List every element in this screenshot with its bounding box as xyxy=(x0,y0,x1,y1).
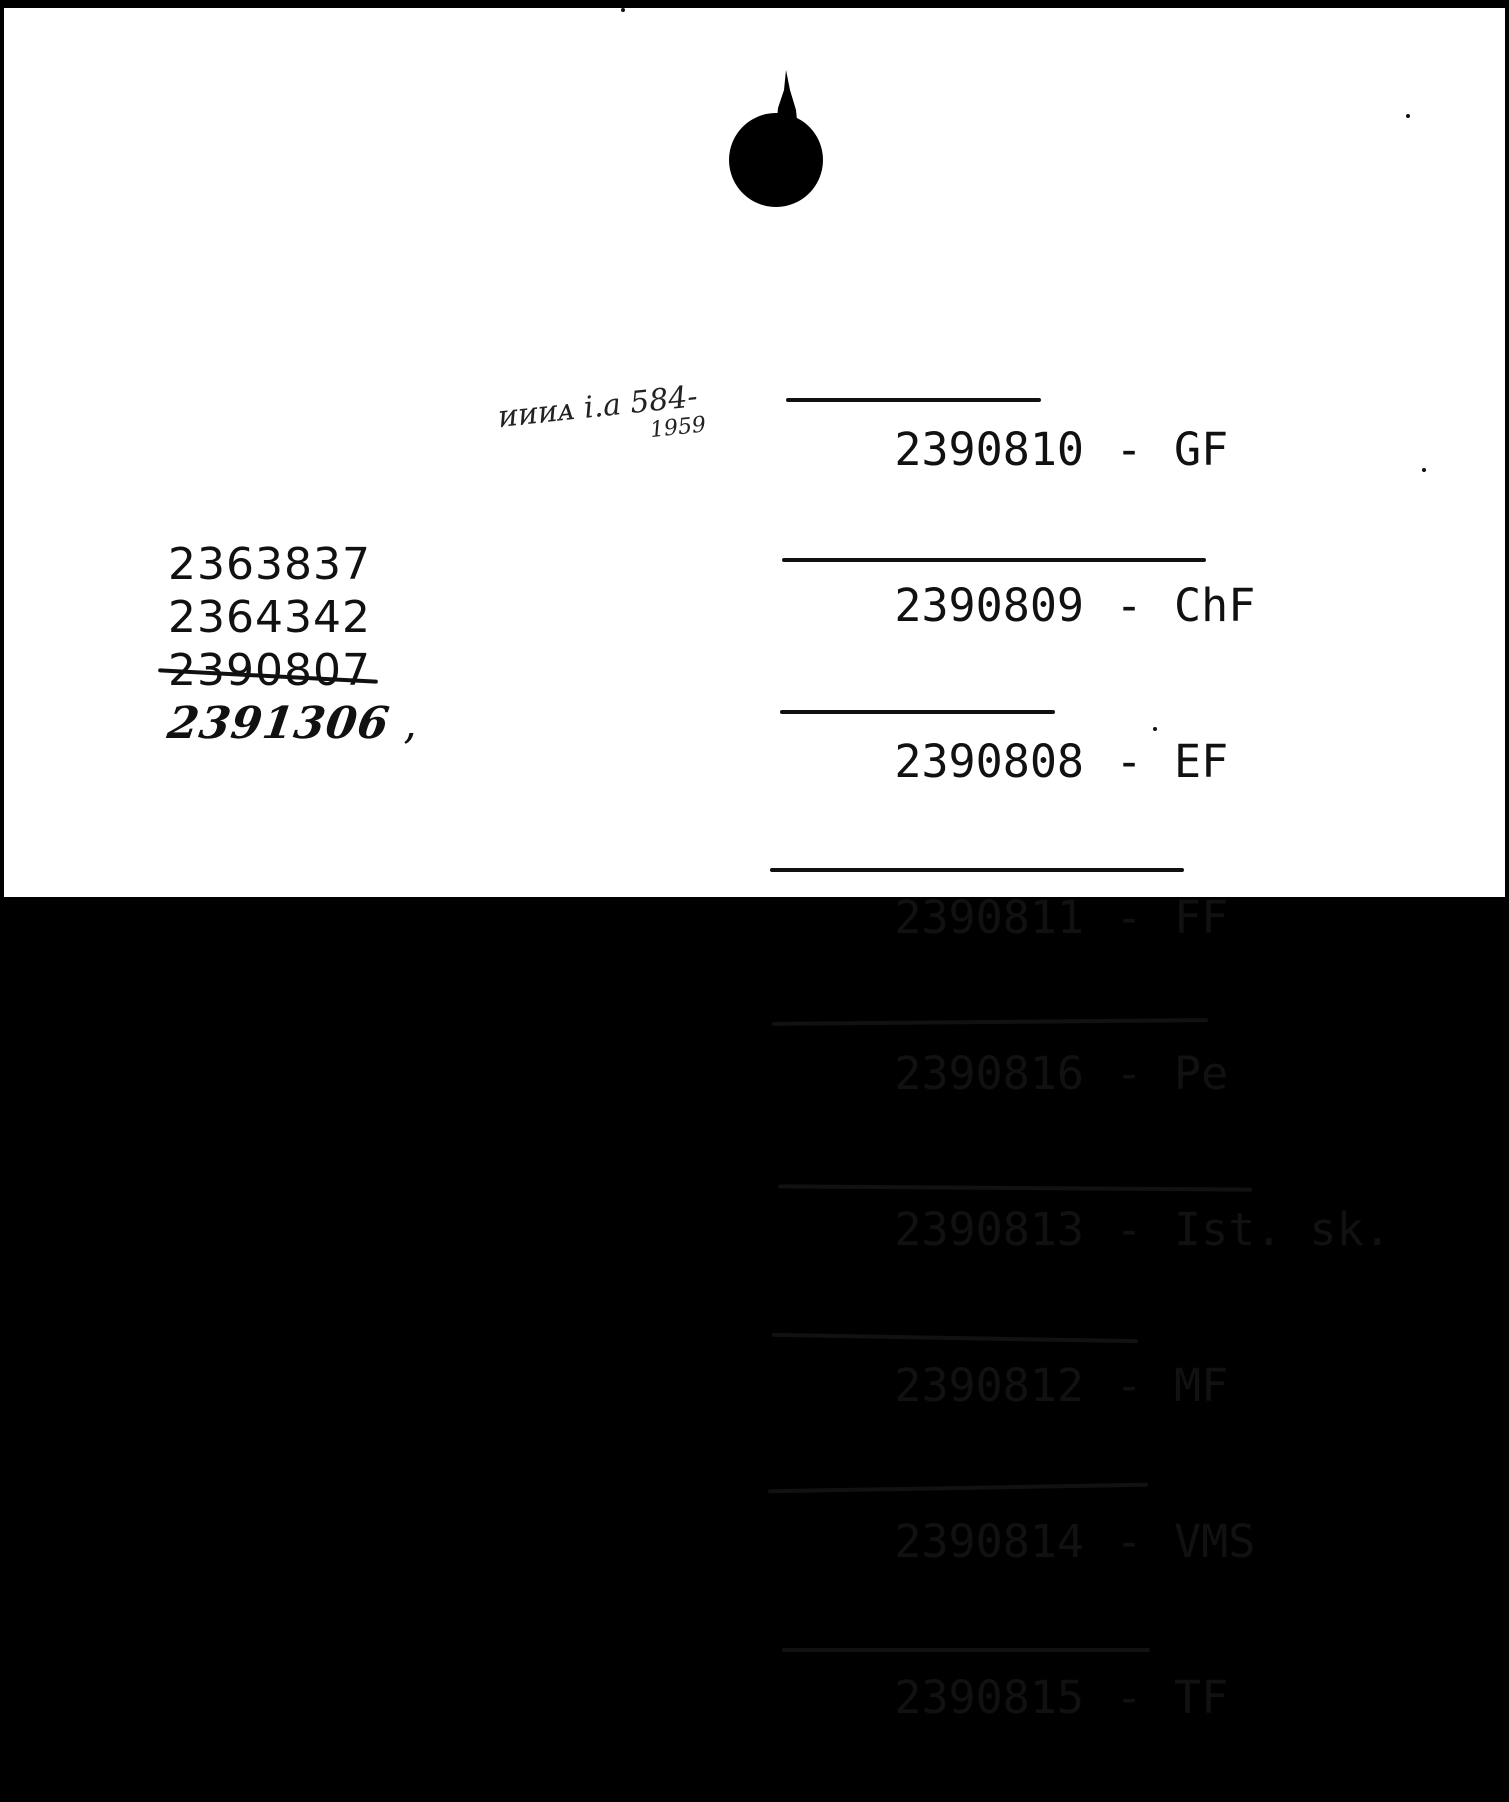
right-list-row: 2390812-MF xyxy=(771,1308,1391,1412)
punch-hole xyxy=(729,113,823,207)
strikethrough-line xyxy=(780,710,1055,714)
left-list-item-1: 2363837 xyxy=(168,538,389,591)
left-list-item-2: 2364342 xyxy=(168,591,389,644)
left-number-list: 2363837 2364342 2390807 2391306 xyxy=(158,538,393,750)
left-list-number: 2390807 xyxy=(168,645,371,696)
row-code: Ist. sk. xyxy=(1174,1203,1391,1256)
right-list-row: 2390816-Pe xyxy=(771,996,1391,1100)
speck xyxy=(1422,468,1426,472)
strikethrough-line xyxy=(786,398,1041,402)
row-separator: - xyxy=(1115,423,1143,476)
row-code: TF xyxy=(1174,1671,1229,1724)
row-code: VMS xyxy=(1174,1515,1256,1568)
row-number: 2390814 xyxy=(894,1515,1085,1568)
row-number: 2390810 xyxy=(894,423,1085,476)
row-code: Pe xyxy=(1174,1047,1229,1100)
row-number: 2390808 xyxy=(894,735,1085,788)
left-list-item-4: 2391306 xyxy=(164,697,392,750)
speck xyxy=(1153,727,1157,731)
row-number: 2390809 xyxy=(894,579,1085,632)
strikethrough-line xyxy=(777,1184,1253,1192)
speck xyxy=(1406,114,1410,118)
left-list-number: 2364342 xyxy=(168,592,371,643)
row-separator: - xyxy=(1115,891,1143,944)
strikethrough-line xyxy=(767,1482,1149,1494)
row-separator: - xyxy=(1115,735,1143,788)
strikethrough-line xyxy=(771,1332,1139,1344)
row-separator: - xyxy=(1115,1359,1143,1412)
right-list-row: 2390814-VMS xyxy=(767,1464,1391,1568)
left-list-number-handwritten: 2391306 xyxy=(164,698,393,749)
row-code: ChF xyxy=(1174,579,1256,632)
row-separator: - xyxy=(1115,1203,1143,1256)
punch-hole-tear-mark xyxy=(776,70,798,130)
row-code: FF xyxy=(1174,891,1229,944)
strikethrough-line xyxy=(782,1648,1150,1652)
right-number-code-list: 2390810-GF 2390809-ChF 2390808-EF 239081… xyxy=(767,268,1391,1724)
row-number: 2390815 xyxy=(894,1671,1085,1724)
row-code: EF xyxy=(1174,735,1229,788)
row-number: 2390812 xyxy=(894,1359,1085,1412)
right-list-row: 2390815-TF xyxy=(782,1620,1391,1724)
right-list-row: 2390813-Ist. sk. xyxy=(777,1152,1391,1256)
right-list-row: 2390808-EF xyxy=(780,684,1391,788)
strikethrough-line xyxy=(782,558,1206,562)
row-number: 2390811 xyxy=(894,891,1085,944)
left-list-number: 2363837 xyxy=(168,539,371,590)
row-code: GF xyxy=(1174,423,1229,476)
strikethrough-line xyxy=(771,1018,1209,1026)
strikethrough-line xyxy=(770,868,1184,872)
row-separator: - xyxy=(1115,579,1143,632)
right-list-row: 2390811-FF xyxy=(770,840,1391,944)
row-separator: - xyxy=(1115,1515,1143,1568)
speck xyxy=(621,8,625,12)
left-list-item-3: 2390807 xyxy=(158,644,389,697)
handwritten-tick-mark: ’ xyxy=(402,725,416,776)
right-list-row: 2390810-GF xyxy=(786,372,1391,476)
row-number: 2390813 xyxy=(894,1203,1085,1256)
right-list-row: 2390809-ChF xyxy=(782,528,1391,632)
row-separator: - xyxy=(1115,1047,1143,1100)
row-separator: - xyxy=(1115,1671,1143,1724)
row-number: 2390816 xyxy=(894,1047,1085,1100)
row-code: MF xyxy=(1174,1359,1229,1412)
